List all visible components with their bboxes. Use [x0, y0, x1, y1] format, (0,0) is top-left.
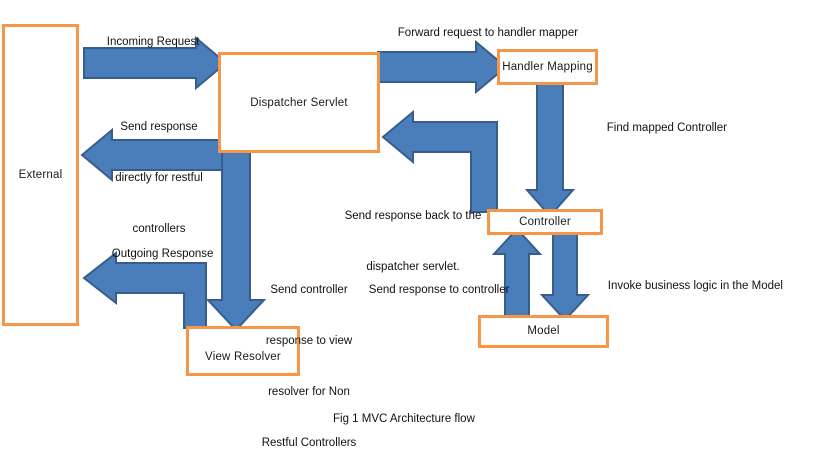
label-send-response-back-line2: dispatcher servlet.: [366, 261, 460, 273]
label-incoming-request-text: Incoming Request: [106, 36, 200, 48]
label-invoke-business-logic: Invoke business logic in the Model: [595, 261, 783, 312]
label-find-mapped-controller-text: Find mapped Controller: [606, 122, 727, 134]
arrow-outgoing-response: [82, 250, 207, 329]
arrow-incoming-request: [83, 35, 228, 91]
node-handler-mapping[interactable]: Handler Mapping: [497, 49, 598, 85]
label-send-controller-response-line4: Restful Controllers: [261, 437, 357, 449]
label-send-response-back-line1: Send response back to the: [344, 210, 482, 222]
arrow-forward-request: [377, 39, 508, 95]
label-send-response-back: Send response back to the dispatcher ser…: [344, 174, 482, 310]
node-controller[interactable]: Controller: [487, 209, 603, 235]
label-send-response-to-controller: Send response to controller: [356, 265, 510, 316]
label-send-controller-response-line1: Send controller: [270, 284, 348, 296]
label-outgoing-response: Outgoing Response: [99, 229, 214, 280]
label-send-controller-response-line3: resolver for Non: [268, 386, 350, 398]
label-send-response-restful-line1: Send response: [120, 121, 198, 133]
label-find-mapped-controller: Find mapped Controller: [594, 103, 727, 154]
label-send-response-restful-line3: controllers: [132, 223, 186, 235]
node-view-resolver[interactable]: View Resolver: [186, 326, 300, 376]
arrow-send-response-restful: [80, 127, 225, 183]
label-send-controller-response: Send controller response to view resolve…: [254, 248, 364, 460]
label-send-response-restful-line2: directly for restful: [115, 172, 203, 184]
node-model-label: Model: [527, 325, 560, 337]
node-external[interactable]: External: [2, 24, 79, 326]
label-forward-request-text: Forward request to handler mapper: [397, 27, 579, 39]
arrow-invoke-business-logic: [539, 233, 591, 322]
figure-caption: Fig 1 MVC Architecture flow: [333, 413, 475, 425]
figure-caption-text: Fig 1 MVC Architecture flow: [333, 413, 475, 425]
node-model[interactable]: Model: [478, 315, 609, 348]
node-dispatcher-servlet-label: Dispatcher Servlet: [250, 96, 348, 109]
label-send-controller-response-line2: response to view: [265, 335, 353, 347]
node-handler-mapping-label: Handler Mapping: [502, 61, 593, 73]
label-forward-request: Forward request to handler mapper: [385, 8, 578, 59]
node-view-resolver-label: View Resolver: [205, 351, 281, 363]
label-incoming-request: Incoming Request: [94, 17, 200, 68]
node-external-label: External: [18, 169, 63, 181]
arrow-send-controller-response: [205, 149, 267, 332]
arrow-find-mapped-controller: [524, 81, 576, 218]
arrow-send-response-to-controller: [491, 227, 543, 317]
label-invoke-business-logic-text: Invoke business logic in the Model: [607, 280, 783, 292]
label-outgoing-response-text: Outgoing Response: [111, 248, 214, 260]
label-send-response-restful: Send response directly for restful contr…: [88, 85, 230, 272]
node-controller-label: Controller: [519, 216, 571, 228]
label-send-response-to-controller-text: Send response to controller: [368, 284, 510, 296]
arrow-send-response-back: [381, 109, 498, 213]
node-dispatcher-servlet[interactable]: Dispatcher Servlet: [218, 52, 380, 153]
